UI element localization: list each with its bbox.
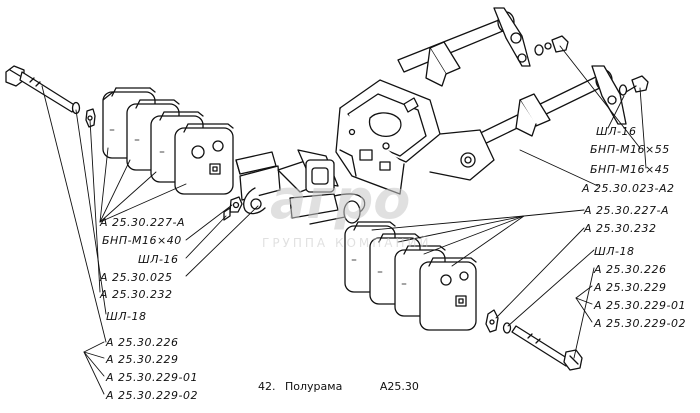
caption-number: 42. [258,380,276,393]
caption-code: А25.30 [379,380,419,393]
label-right-229-02: А 25.30.229-02 [594,317,686,330]
leader-lines [41,45,647,395]
nut-left-top [85,108,96,128]
label-left-shl-16: ШЛ-16 [138,253,179,266]
washer-left-top [71,101,81,115]
label-right-232: А 25.30.232 [584,222,657,235]
block-stack-left [102,87,234,195]
label-left-226: А 25.30.226 [106,336,179,349]
label-right-229: А 25.30.229 [594,281,667,294]
label-left-bnp-m16x40: БНП-М16×40 [102,234,182,247]
label-left-232: А 25.30.232 [100,288,173,301]
label-right-shl-16: ШЛ-16 [596,125,637,138]
long-bolt-left [5,65,77,113]
label-right-023-a2: А 25.30.023-А2 [582,182,675,195]
watermark-brand: агро [270,168,411,231]
label-left-025: А 25.30.025 [100,271,173,284]
label-right-shl-18: ШЛ-18 [594,245,635,258]
label-left-229-02: А 25.30.229-02 [106,389,198,402]
label-right-226: А 25.30.226 [594,263,667,276]
label-left-229: А 25.30.229 [106,353,179,366]
label-right-227a: А 25.30.227-А [584,204,669,217]
figure-caption: 42. Полурама А25.30 [258,380,419,393]
label-left-shl-18: ШЛ-18 [106,310,147,323]
bolt-right-mid [618,75,649,96]
bolt-right-top [534,35,569,56]
label-left-229-01: А 25.30.229-01 [106,371,198,384]
label-right-bnp-m16x55: БНП-М16×55 [590,143,670,156]
label-right-bnp-m16x45: БНП-М16×45 [590,163,670,176]
block-stack-right [344,221,477,331]
label-left-227a: А 25.30.227-А [100,216,185,229]
label-right-229-01: А 25.30.229-01 [594,299,686,312]
watermark-subtitle: ГРУППА КОМПАНИЙ [262,236,432,250]
right-frame [335,7,627,195]
caption-title: Полурама [285,380,343,393]
long-bolt-right [485,309,583,371]
center-beam-assembly [235,149,366,225]
